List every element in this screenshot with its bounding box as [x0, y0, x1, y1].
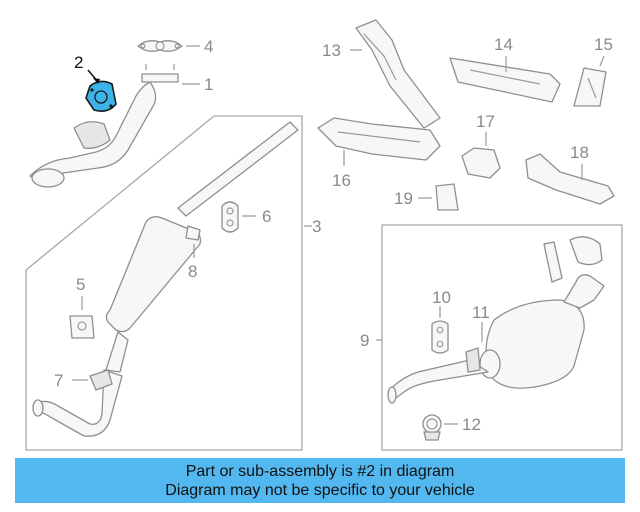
callout-4: 4 — [204, 37, 213, 56]
callout-16: 16 — [332, 171, 351, 190]
clamp-part-12[interactable] — [422, 414, 442, 441]
callout-14: 14 — [494, 35, 513, 54]
hanger-part-8[interactable] — [185, 225, 201, 241]
banner-line-1: Part or sub-assembly is #2 in diagram — [185, 463, 455, 480]
callout-12: 12 — [462, 415, 481, 434]
callout-1: 1 — [204, 75, 213, 94]
heat-shield-part-13[interactable] — [355, 19, 441, 129]
callout-9: 9 — [360, 331, 369, 350]
bracket-part-5[interactable] — [69, 315, 95, 339]
assembly-box-3 — [25, 115, 303, 451]
heat-shield-part-14[interactable] — [449, 57, 561, 103]
manifold-pipe-part-1[interactable] — [29, 64, 179, 188]
gasket-part-4[interactable] — [137, 40, 183, 52]
callout-17: 17 — [476, 112, 495, 131]
heat-shield-part-16[interactable] — [317, 117, 441, 161]
callout-6: 6 — [262, 207, 271, 226]
callout-8: 8 — [188, 262, 197, 281]
callout-13: 13 — [322, 41, 341, 60]
heat-shield-part-18[interactable] — [525, 153, 615, 205]
callout-3: 3 — [312, 217, 321, 236]
banner-line-2: Diagram may not be specific to your vehi… — [165, 482, 475, 499]
callout-10: 10 — [432, 288, 451, 307]
rear-muffler-assembly-part-9[interactable] — [387, 236, 605, 404]
callout-5: 5 — [76, 275, 85, 294]
insulator-part-19[interactable] — [435, 183, 459, 211]
insulator-part-6[interactable] — [221, 201, 239, 233]
mount-part-17[interactable] — [461, 147, 501, 179]
info-banner: Part or sub-assembly is #2 in diagram Di… — [15, 458, 625, 503]
gasket-part-2-highlighted[interactable] — [85, 80, 117, 112]
muffler-assembly-part-3[interactable] — [32, 121, 299, 437]
assembly-box-9 — [381, 224, 623, 451]
callout-15: 15 — [594, 35, 613, 54]
shield-part-15[interactable] — [573, 67, 607, 107]
callout-2: 2 — [74, 53, 83, 72]
callout-18: 18 — [570, 143, 589, 162]
callout-7: 7 — [54, 371, 63, 390]
callout-11: 11 — [472, 303, 490, 322]
callout-19: 19 — [394, 189, 413, 208]
insulator-part-10[interactable] — [431, 320, 449, 354]
